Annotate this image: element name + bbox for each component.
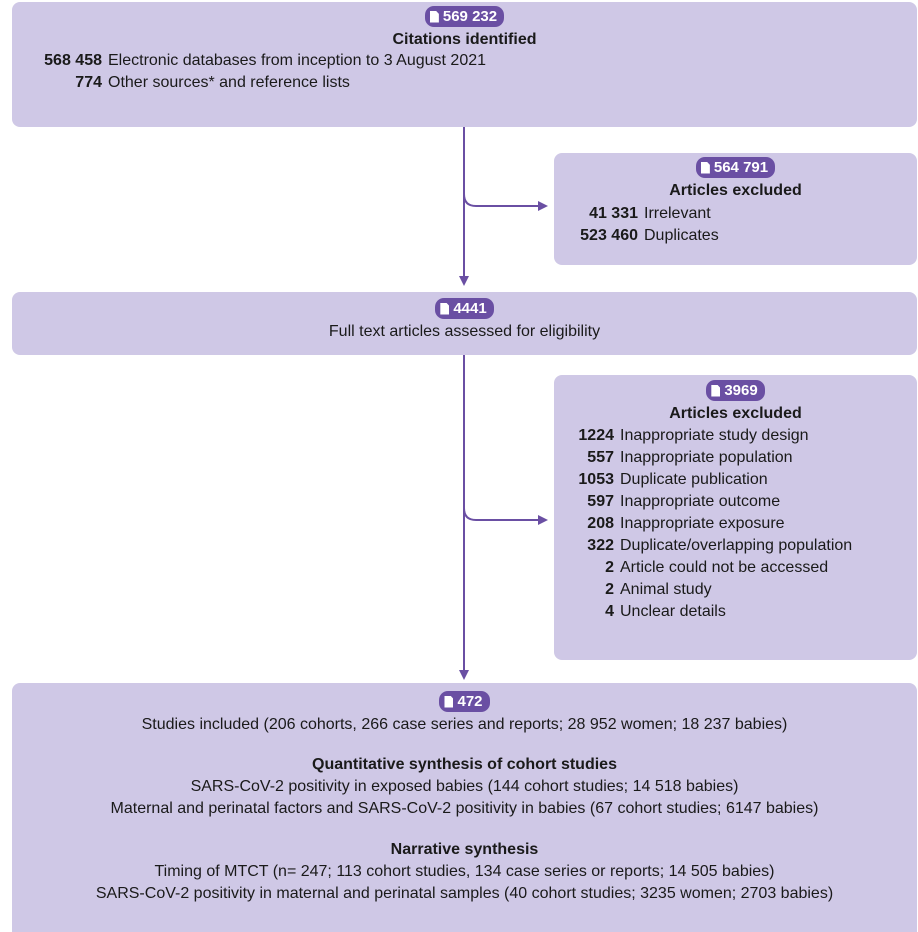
arrow-to-excluded-2: [463, 507, 548, 525]
list-item: 568 458 Electronic databases from incept…: [44, 52, 487, 69]
count-badge: 569 232: [424, 6, 505, 27]
narrative-heading: Narrative synthesis: [390, 841, 539, 858]
list-item: 41 331 Irrelevant: [589, 205, 711, 222]
full-text-assessed-box: 4441 Full text articles assessed for eli…: [12, 292, 917, 355]
arrow-to-excluded-1: [463, 193, 548, 211]
citations-list: 568 458 Electronic databases from incept…: [12, 50, 486, 94]
count-badge: 564 791: [695, 157, 776, 178]
document-icon: [711, 384, 721, 397]
document-icon: [444, 695, 454, 708]
studies-included-text: Studies included (206 cohorts, 266 case …: [141, 716, 788, 733]
document-icon: [440, 302, 450, 315]
box-heading: Citations identified: [392, 31, 537, 48]
box-text: Full text articles assessed for eligibil…: [328, 323, 601, 340]
quantitative-line: SARS-CoV-2 positivity in exposed babies …: [190, 778, 739, 795]
articles-excluded-box-1: 564 791 Articles excluded 41 331 Irrelev…: [554, 153, 917, 265]
studies-included-box: 472 Studies included (206 cohorts, 266 c…: [12, 683, 917, 932]
quantitative-heading: Quantitative synthesis of cohort studies: [312, 756, 617, 773]
document-icon: [429, 10, 439, 23]
count-badge: 3969: [706, 380, 765, 401]
narrative-line: Timing of MTCT (n= 247; 113 cohort studi…: [154, 863, 775, 880]
count-badge: 4441: [435, 298, 494, 319]
quantitative-line: Maternal and perinatal factors and SARS-…: [110, 800, 819, 817]
document-icon: [700, 161, 710, 174]
box-heading: Articles excluded: [669, 182, 802, 199]
count-badge: 472: [439, 691, 490, 712]
list-item: 523 460 Duplicates: [580, 227, 719, 244]
excluded-list: 41 331 Irrelevant 523 460 Duplicates: [554, 203, 719, 247]
box-heading: Articles excluded: [669, 405, 802, 422]
list-item: 774 Other sources* and reference lists: [75, 74, 350, 91]
narrative-line: SARS-CoV-2 positivity in maternal and pe…: [95, 885, 834, 902]
citations-identified-box: 569 232 Citations identified 568 458 Ele…: [12, 2, 917, 127]
